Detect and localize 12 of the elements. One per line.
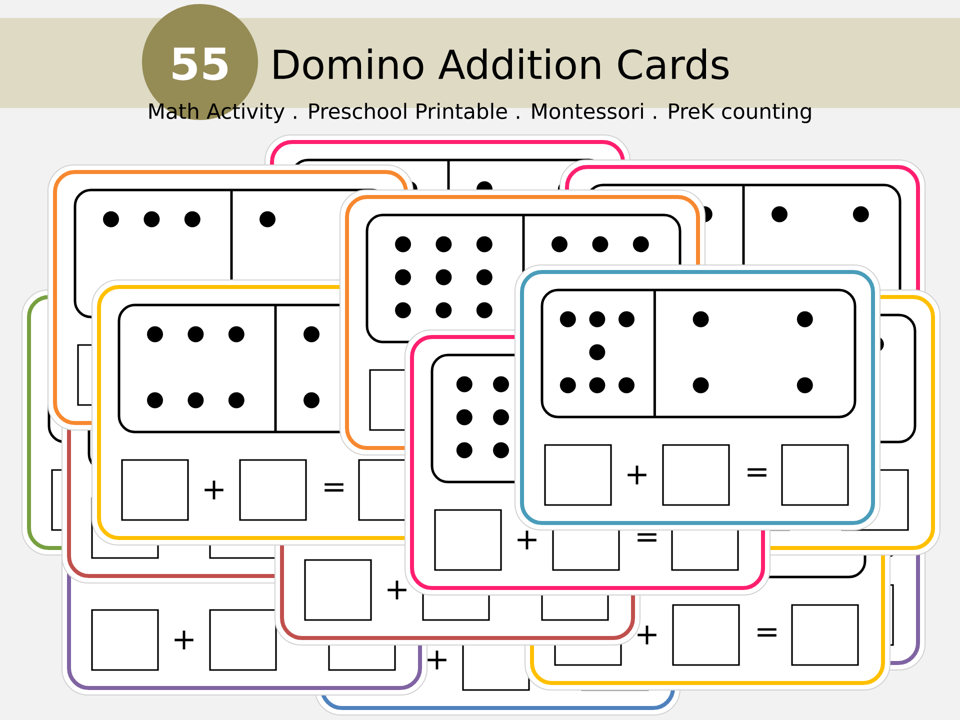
plus-sign: + — [174, 630, 194, 650]
plus-sign: + — [388, 580, 406, 600]
plus-sign: + — [638, 626, 656, 644]
equals-sign: = — [638, 533, 656, 542]
equals-sign: = — [758, 628, 776, 637]
plus-sign: + — [628, 466, 646, 484]
equals-sign: = — [748, 468, 766, 477]
title: Domino Addition Cards — [274, 48, 729, 80]
plus-sign: + — [518, 530, 536, 550]
plus-sign: + — [204, 480, 224, 500]
equals-sign: = — [324, 483, 344, 492]
plus-sign: + — [428, 650, 446, 670]
